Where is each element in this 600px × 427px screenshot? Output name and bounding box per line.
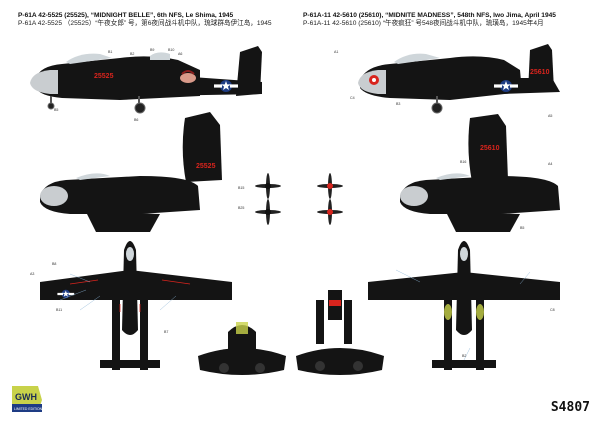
callout-label: B15: [238, 186, 245, 190]
right-propellers: [317, 173, 343, 225]
callout-label: B3: [396, 102, 401, 106]
callout-label: B10: [168, 48, 175, 52]
callout-label: A6: [178, 52, 183, 56]
left-serial: 25525: [94, 73, 114, 80]
callout-label: B8: [52, 262, 57, 266]
callout-label: B5: [54, 108, 59, 112]
callout-label: A4: [548, 162, 553, 166]
callout-label: B1: [108, 50, 113, 54]
sheet-code: S4807: [550, 400, 590, 415]
callout-label: B16: [460, 160, 467, 164]
callout-label: B9: [150, 48, 155, 52]
svg-text:GWH: GWH: [15, 392, 37, 402]
callout-label: A5: [548, 114, 553, 118]
left-tail-fin: 25525: [182, 112, 222, 182]
left-side-profile: 25525: [30, 46, 262, 114]
left-title: P-61A 42-5525 (25525), “MIDNIGHT BELLE”,…: [18, 12, 234, 19]
svg-text:25610: 25610: [530, 69, 550, 76]
callout-label: B2: [130, 52, 135, 56]
left-engine-profile: [40, 173, 200, 232]
callout-label: A1: [334, 50, 339, 54]
callout-label: C8: [550, 308, 555, 312]
svg-text:25525: 25525: [196, 163, 216, 170]
right-tail-fin: 25610: [468, 114, 508, 182]
callout-label: A3: [30, 272, 35, 276]
center-front-views: [198, 290, 384, 375]
svg-text:25610: 25610: [480, 145, 500, 152]
left-propellers: [255, 173, 281, 225]
callout-label: B6: [134, 118, 139, 122]
callout-label: B11: [56, 308, 63, 312]
left-heading: P-61A 42-5525 (25525), “MIDNIGHT BELLE”,…: [18, 12, 272, 28]
callout-label: B2: [462, 354, 467, 358]
callout-label: B5: [520, 226, 525, 230]
right-subtitle: P-61A-11 42-5610 (25610) “午夜疯狂” 号548夜间战斗…: [303, 20, 544, 27]
left-top-view: [40, 241, 232, 370]
callout-label: C4: [350, 96, 355, 100]
left-subtitle: P-61A 42-5525 （25525）“午夜女郎” 号，第6夜间战斗机中队，…: [18, 20, 272, 27]
callout-label: B25: [238, 206, 245, 210]
right-heading: P-61A-11 42-5610 (25610), “MIDNITE MADNE…: [303, 12, 556, 28]
right-engine-profile: [400, 173, 560, 232]
callout-leader-lines: [59, 269, 531, 361]
right-bottom-view: [368, 241, 560, 370]
svg-text:LIMITED EDITION: LIMITED EDITION: [14, 407, 43, 411]
right-side-profile: 25610: [358, 44, 560, 114]
brand-logo: GWH LIMITED EDITION: [12, 386, 43, 412]
right-title: P-61A-11 42-5610 (25610), “MIDNITE MADNE…: [303, 12, 556, 19]
callout-label: B7: [164, 330, 169, 334]
